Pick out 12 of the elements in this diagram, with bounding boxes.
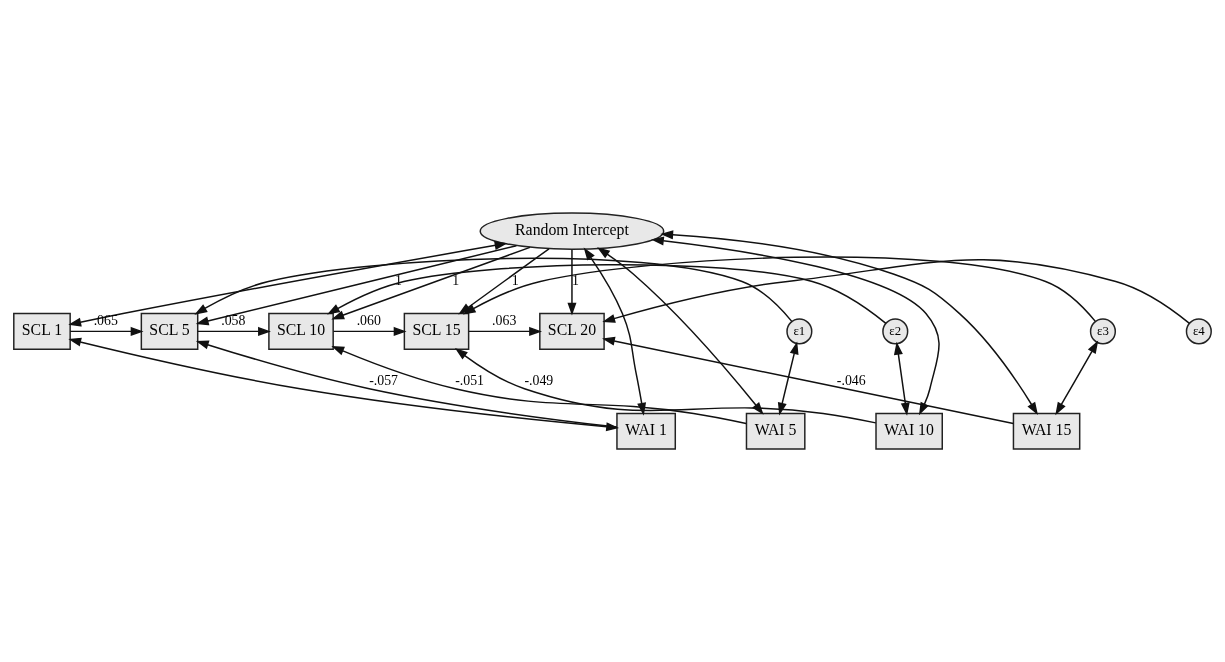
edge-label: 1 (511, 273, 519, 289)
edge-label: -.057 (369, 372, 398, 388)
edge-label: .065 (93, 312, 118, 328)
edge-label: -.051 (455, 372, 485, 388)
edge-label: -.046 (836, 372, 866, 388)
edge-label: .060 (356, 312, 381, 328)
edge-label: .063 (492, 312, 517, 328)
edge-label: -.049 (524, 372, 554, 388)
edge-label: .058 (221, 312, 246, 328)
edge-label: 1 (571, 273, 579, 289)
edge-label: 1 (452, 273, 460, 289)
edge-label: 1 (394, 273, 402, 289)
